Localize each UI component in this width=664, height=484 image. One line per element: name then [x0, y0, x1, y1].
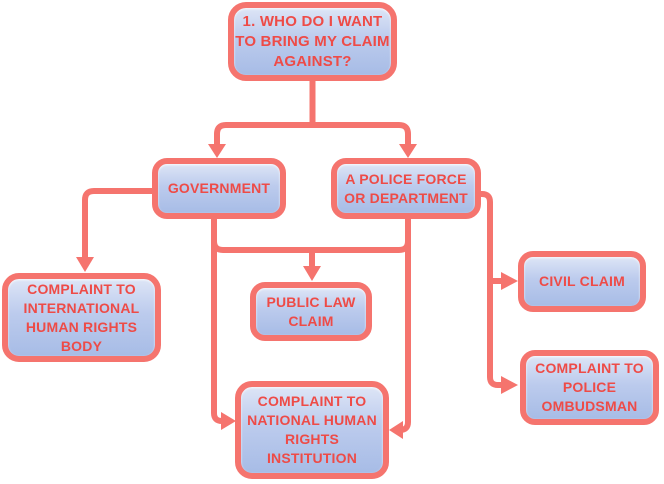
node-police-force-label: A POLICE FORCE OR DEPARTMENT: [344, 170, 468, 206]
arrowhead-to-international: [76, 257, 94, 272]
edge-government-to-national: [211, 219, 223, 424]
node-public-law-claim: PUBLIC LAW CLAIM: [250, 282, 372, 341]
edge-merge-to-public-law: [211, 240, 411, 253]
arrowhead-to-public-law: [303, 266, 321, 281]
node-police-force: A POLICE FORCE OR DEPARTMENT: [331, 158, 481, 219]
arrowhead-to-civil: [501, 272, 518, 290]
edge-government-to-international: [82, 188, 152, 258]
node-public-law-claim-label: PUBLIC LAW CLAIM: [266, 293, 356, 329]
arrowhead-to-national-left: [221, 412, 236, 430]
arrowhead-to-ombudsman: [501, 376, 518, 394]
node-civil-claim-label: CIVIL CLAIM: [539, 273, 625, 289]
node-government-label: GOVERNMENT: [167, 180, 271, 196]
node-international-hr-body: COMPLAINT TO INTERNATIONAL HUMAN RIGHTS …: [2, 273, 161, 362]
edge-question-split-bar: [214, 122, 411, 147]
node-national-hr-institution: COMPLAINT TO NATIONAL HUMAN RIGHTS INSTI…: [235, 381, 389, 479]
node-civil-claim: CIVIL CLAIM: [518, 251, 646, 312]
arrowhead-to-government: [208, 144, 226, 158]
node-international-hr-body-label: COMPLAINT TO INTERNATIONAL HUMAN RIGHTS …: [23, 280, 140, 354]
arrowhead-to-national-right: [389, 421, 403, 439]
node-national-hr-institution-label: COMPLAINT TO NATIONAL HUMAN RIGHTS INSTI…: [247, 393, 377, 466]
node-police-ombudsman: COMPLAINT TO POLICE OMBUDSMAN: [520, 350, 659, 425]
node-question-label: 1. WHO DO I WANT TO BRING MY CLAIM AGAIN…: [235, 12, 390, 70]
node-police-ombudsman-label: COMPLAINT TO POLICE OMBUDSMAN: [535, 360, 644, 414]
node-government: GOVERNMENT: [152, 158, 286, 219]
edge-police-right-line: [479, 191, 501, 388]
arrowhead-to-police: [399, 144, 417, 158]
node-question: 1. WHO DO I WANT TO BRING MY CLAIM AGAIN…: [228, 2, 397, 81]
